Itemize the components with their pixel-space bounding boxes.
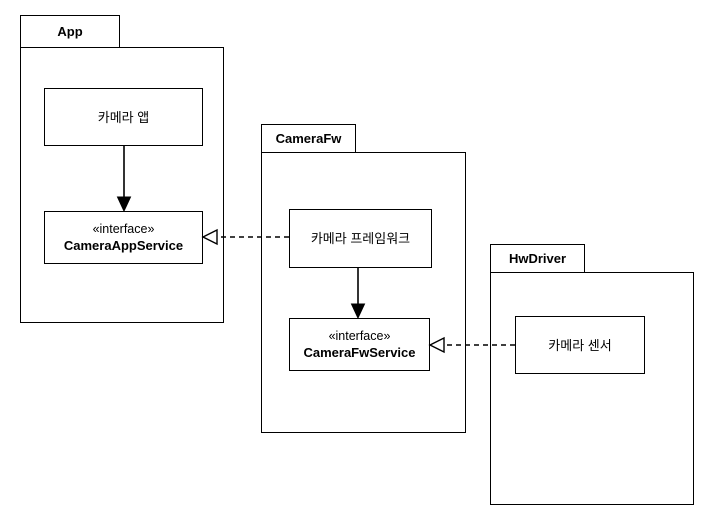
node-camera-fw-service[interactable]: «interface» CameraFwService [289, 318, 430, 371]
package-label-hwdriver: HwDriver [508, 251, 567, 266]
package-label-app: App [57, 24, 83, 39]
stereotype-camera-fw-service: «interface» [328, 329, 391, 343]
node-label-camera-framework: 카메라 프레임워크 [310, 231, 411, 246]
node-camera-sensor[interactable]: 카메라 센서 [515, 316, 645, 374]
node-label-camera-app: 카메라 앱 [97, 109, 150, 125]
package-tab-app[interactable]: App [20, 15, 120, 48]
node-camera-app[interactable]: 카메라 앱 [44, 88, 203, 146]
node-label-camera-fw-service: CameraFwService [303, 345, 416, 360]
package-body-hwdriver [490, 272, 694, 505]
package-body-camerafw [261, 152, 466, 433]
node-label-camera-app-service: CameraAppService [63, 238, 184, 253]
node-label-camera-sensor: 카메라 센서 [548, 337, 612, 353]
stereotype-camera-app-service: «interface» [92, 222, 155, 236]
package-label-camerafw: CameraFw [275, 131, 342, 146]
package-tab-camerafw[interactable]: CameraFw [261, 124, 356, 153]
node-camera-framework[interactable]: 카메라 프레임워크 [289, 209, 432, 268]
package-tab-hwdriver[interactable]: HwDriver [490, 244, 585, 273]
node-camera-app-service[interactable]: «interface» CameraAppService [44, 211, 203, 264]
